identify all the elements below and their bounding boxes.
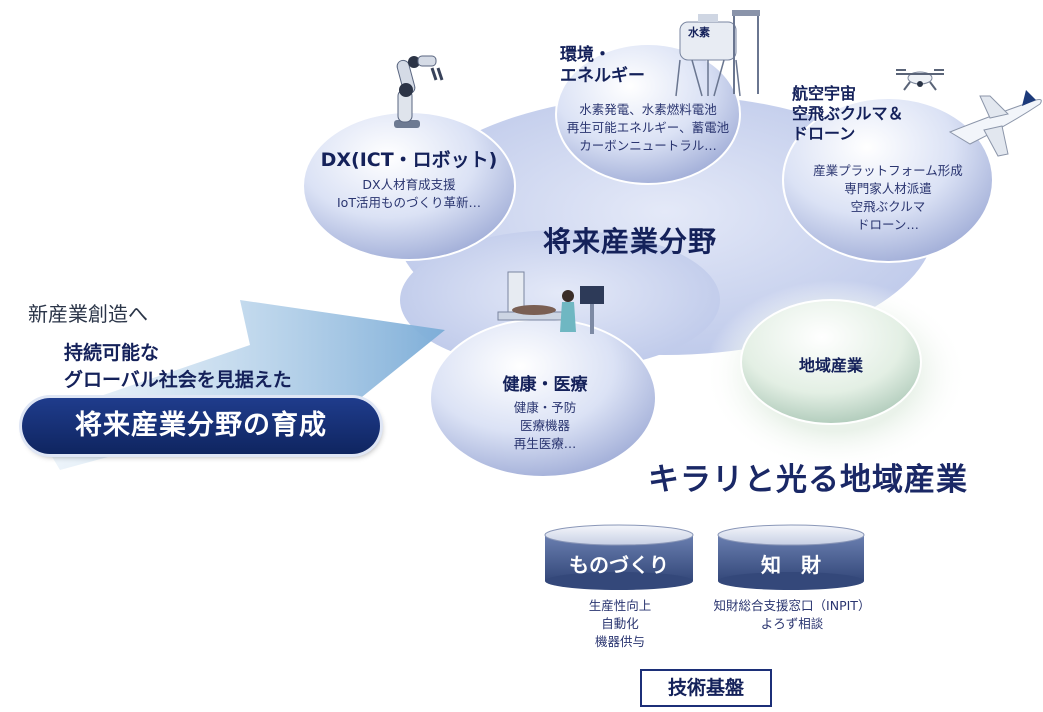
- chizai-items: 知財総合支援窓口（INPIT） よろず相談: [692, 597, 892, 633]
- regional-tagline: キラリと光る地域産業: [648, 462, 968, 498]
- chizai-cylinder: [717, 524, 865, 590]
- sphere-regional: [740, 299, 922, 425]
- health-item: 再生医療…: [513, 436, 577, 451]
- text-new-industry: 新産業創造へ: [28, 302, 148, 326]
- aero-item: 産業プラットフォーム形成: [813, 163, 963, 178]
- monozukuri-item: 自動化: [601, 616, 639, 631]
- airplane-icon: [948, 90, 1042, 157]
- medical-scene-icon: [497, 271, 604, 334]
- future-industry-title: 将来産業分野: [543, 225, 718, 258]
- health-item: 健康・予防: [513, 400, 577, 415]
- monozukuri-item: 機器供与: [594, 634, 645, 649]
- chizai-label: 知 財: [761, 553, 821, 577]
- technology-base-label: 技術基盤: [640, 669, 772, 707]
- aero-title-block: 航空宇宙 空飛ぶクルマ＆ ドローン: [792, 84, 904, 144]
- health-item: 医療機器: [519, 418, 570, 433]
- energy-title-line1: 環境・: [560, 45, 611, 65]
- energy-item: カーボンニュートラル…: [579, 138, 717, 153]
- energy-item: 再生可能エネルギー、蓄電池: [566, 120, 730, 135]
- aero-item: ドローン…: [857, 217, 919, 232]
- monozukuri-cylinder: [544, 524, 694, 590]
- aero-items: 産業プラットフォーム形成 専門家人材派遣 空飛ぶクルマ ドローン…: [790, 162, 986, 234]
- aero-item: 専門家人材派遣: [844, 181, 932, 196]
- aero-item: 空飛ぶクルマ: [850, 199, 926, 214]
- future-industry-pill: 将来産業分野の育成: [22, 398, 380, 454]
- chizai-item: 知財総合支援窓口（INPIT）: [713, 598, 871, 613]
- sphere-aero: [782, 97, 994, 263]
- dx-title: DX(ICT・ロボット): [320, 149, 498, 171]
- energy-title-block: 環境・ エネルギー: [560, 45, 645, 87]
- energy-title-line2: エネルギー: [560, 66, 645, 86]
- dx-block: DX(ICT・ロボット) DX人材育成支援 IoT活用ものづくり革新…: [300, 145, 518, 212]
- hydrogen-tank-label: 水素: [688, 26, 710, 39]
- monozukuri-label: ものづくり: [569, 553, 669, 577]
- text-global-society: グローバル社会を見据えた: [64, 369, 292, 391]
- robot-arm-icon: [394, 55, 444, 128]
- health-block: 健康・医療 健康・予防 医療機器 再生医療…: [450, 370, 640, 453]
- dx-item: DX人材育成支援: [362, 177, 456, 192]
- energy-items: 水素発電、水素燃料電池 再生可能エネルギー、蓄電池 カーボンニュートラル…: [553, 101, 743, 155]
- dx-item: IoT活用ものづくり革新…: [337, 195, 481, 210]
- drone-icon: [896, 69, 944, 91]
- aero-title-line3: ドローン: [792, 124, 856, 143]
- energy-item: 水素発電、水素燃料電池: [579, 102, 717, 117]
- chizai-item: よろず相談: [760, 616, 824, 631]
- monozukuri-item: 生産性向上: [588, 598, 652, 613]
- health-title: 健康・医療: [502, 375, 588, 395]
- aero-title-line2: 空飛ぶクルマ＆: [792, 104, 904, 123]
- sphere-energy: [555, 43, 741, 185]
- aero-title-line1: 航空宇宙: [792, 84, 857, 103]
- regional-title: 地域産業: [798, 356, 863, 375]
- monozukuri-items: 生産性向上 自動化 機器供与: [560, 597, 680, 651]
- hydrogen-facility-icon: [675, 10, 760, 97]
- text-sustainable: 持続可能な: [64, 342, 160, 364]
